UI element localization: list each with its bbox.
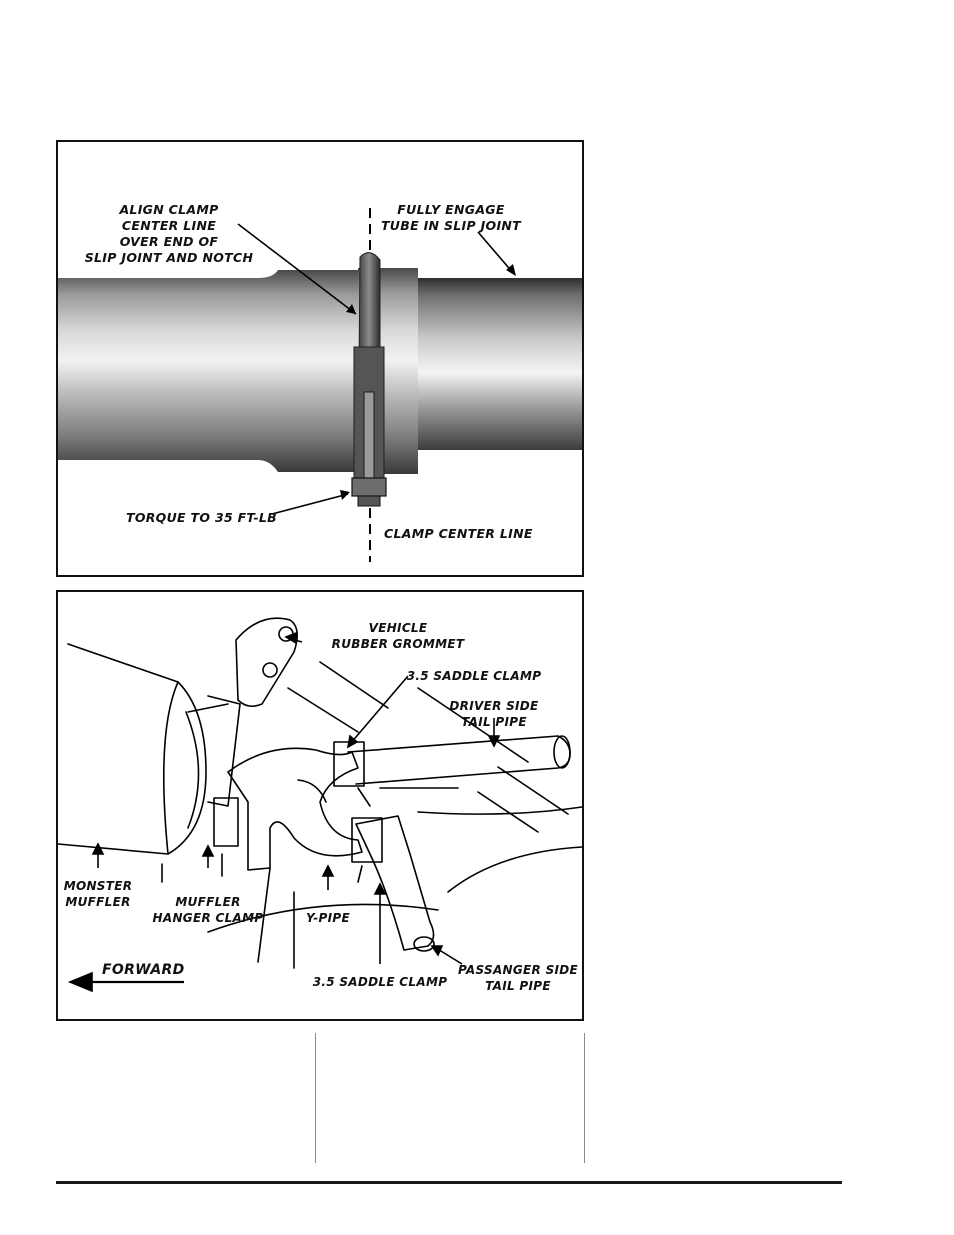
vehicle-label: VEHICLE bbox=[369, 621, 428, 635]
exhaust-layout-figure: VEHICLE RUBBER GROMMET 3.5 SADDLE CLAMP … bbox=[56, 590, 584, 1021]
torque-label: TORQUE TO 35 FT-LB bbox=[126, 510, 277, 525]
centerline-label: CLAMP CENTER LINE bbox=[384, 526, 533, 541]
slip-joint-illustration: ALIGN CLAMP CENTER LINE OVER END OF SLIP… bbox=[58, 142, 582, 575]
monster-muffler-label-line1: MONSTER bbox=[64, 879, 133, 893]
frame-line bbox=[320, 662, 388, 708]
hanger-clamp-label-line2: HANGER CLAMP bbox=[153, 911, 264, 925]
engage-label-line1: FULLY ENGAGE bbox=[397, 202, 505, 217]
hanger-clamp-label-line1: MUFFLER bbox=[175, 895, 240, 909]
saddle-clamp-bolt bbox=[358, 866, 362, 882]
frame-line bbox=[288, 688, 358, 732]
hanger-arrowhead bbox=[203, 846, 213, 856]
column-divider bbox=[584, 1033, 585, 1163]
column-divider bbox=[315, 1033, 316, 1163]
grommet-label: RUBBER GROMMET bbox=[332, 637, 465, 651]
align-label-line1: ALIGN CLAMP bbox=[118, 202, 218, 217]
hanger-bracket bbox=[236, 618, 297, 706]
clamp-nut bbox=[352, 478, 386, 496]
muffler-outlet bbox=[164, 682, 178, 854]
monster-arrowhead bbox=[93, 844, 103, 854]
align-label-line3: OVER END OF bbox=[120, 234, 219, 249]
saddle-top-leader bbox=[350, 676, 408, 744]
hanger-strap bbox=[208, 696, 240, 806]
passenger-side-label-line2: TAIL PIPE bbox=[485, 979, 551, 993]
align-label-line4: SLIP JOINT AND NOTCH bbox=[85, 250, 254, 265]
saddle-clamp-bottom-label: 3.5 SADDLE CLAMP bbox=[313, 975, 448, 989]
driver-tail-pipe-opening bbox=[554, 736, 570, 768]
clamp-washer bbox=[358, 496, 380, 506]
driver-side-tail-pipe bbox=[348, 736, 570, 784]
slip-joint-figure: ALIGN CLAMP CENTER LINE OVER END OF SLIP… bbox=[56, 140, 584, 577]
passenger-arrowhead bbox=[432, 946, 442, 955]
saddle-clamp-driver bbox=[334, 742, 364, 786]
driver-side-label-line2: TAIL PIPE bbox=[461, 715, 527, 729]
align-label-line2: CENTER LINE bbox=[122, 218, 216, 233]
monster-muffler-label-line2: MUFFLER bbox=[65, 895, 130, 909]
frame-line bbox=[498, 767, 568, 814]
frame-curve bbox=[448, 847, 582, 892]
hanger-bolt bbox=[263, 663, 277, 677]
forward-label: FORWARD bbox=[102, 962, 185, 978]
exhaust-layout-illustration: VEHICLE RUBBER GROMMET 3.5 SADDLE CLAMP … bbox=[58, 592, 582, 1019]
expanded-pipe bbox=[58, 270, 358, 472]
frame-edge bbox=[418, 807, 582, 814]
footer-rule bbox=[56, 1181, 842, 1184]
y-pipe bbox=[228, 748, 362, 870]
ypipe-arrowhead bbox=[323, 866, 333, 876]
saddle-clamp-bolt bbox=[358, 788, 370, 806]
passenger-side-tail-pipe bbox=[356, 816, 434, 950]
forward-arrowhead bbox=[70, 973, 92, 991]
y-pipe-label: Y-PIPE bbox=[306, 911, 350, 925]
engage-label-line2: TUBE IN SLIP JOINT bbox=[381, 218, 522, 233]
passenger-side-label-line1: PASSANGER SIDE bbox=[458, 963, 579, 977]
muffler-inlet-ring bbox=[186, 712, 199, 828]
saddle-clamp-top-label: 3.5 SADDLE CLAMP bbox=[407, 669, 542, 683]
driver-side-label-line1: DRIVER SIDE bbox=[449, 699, 539, 713]
monster-muffler bbox=[58, 644, 206, 854]
